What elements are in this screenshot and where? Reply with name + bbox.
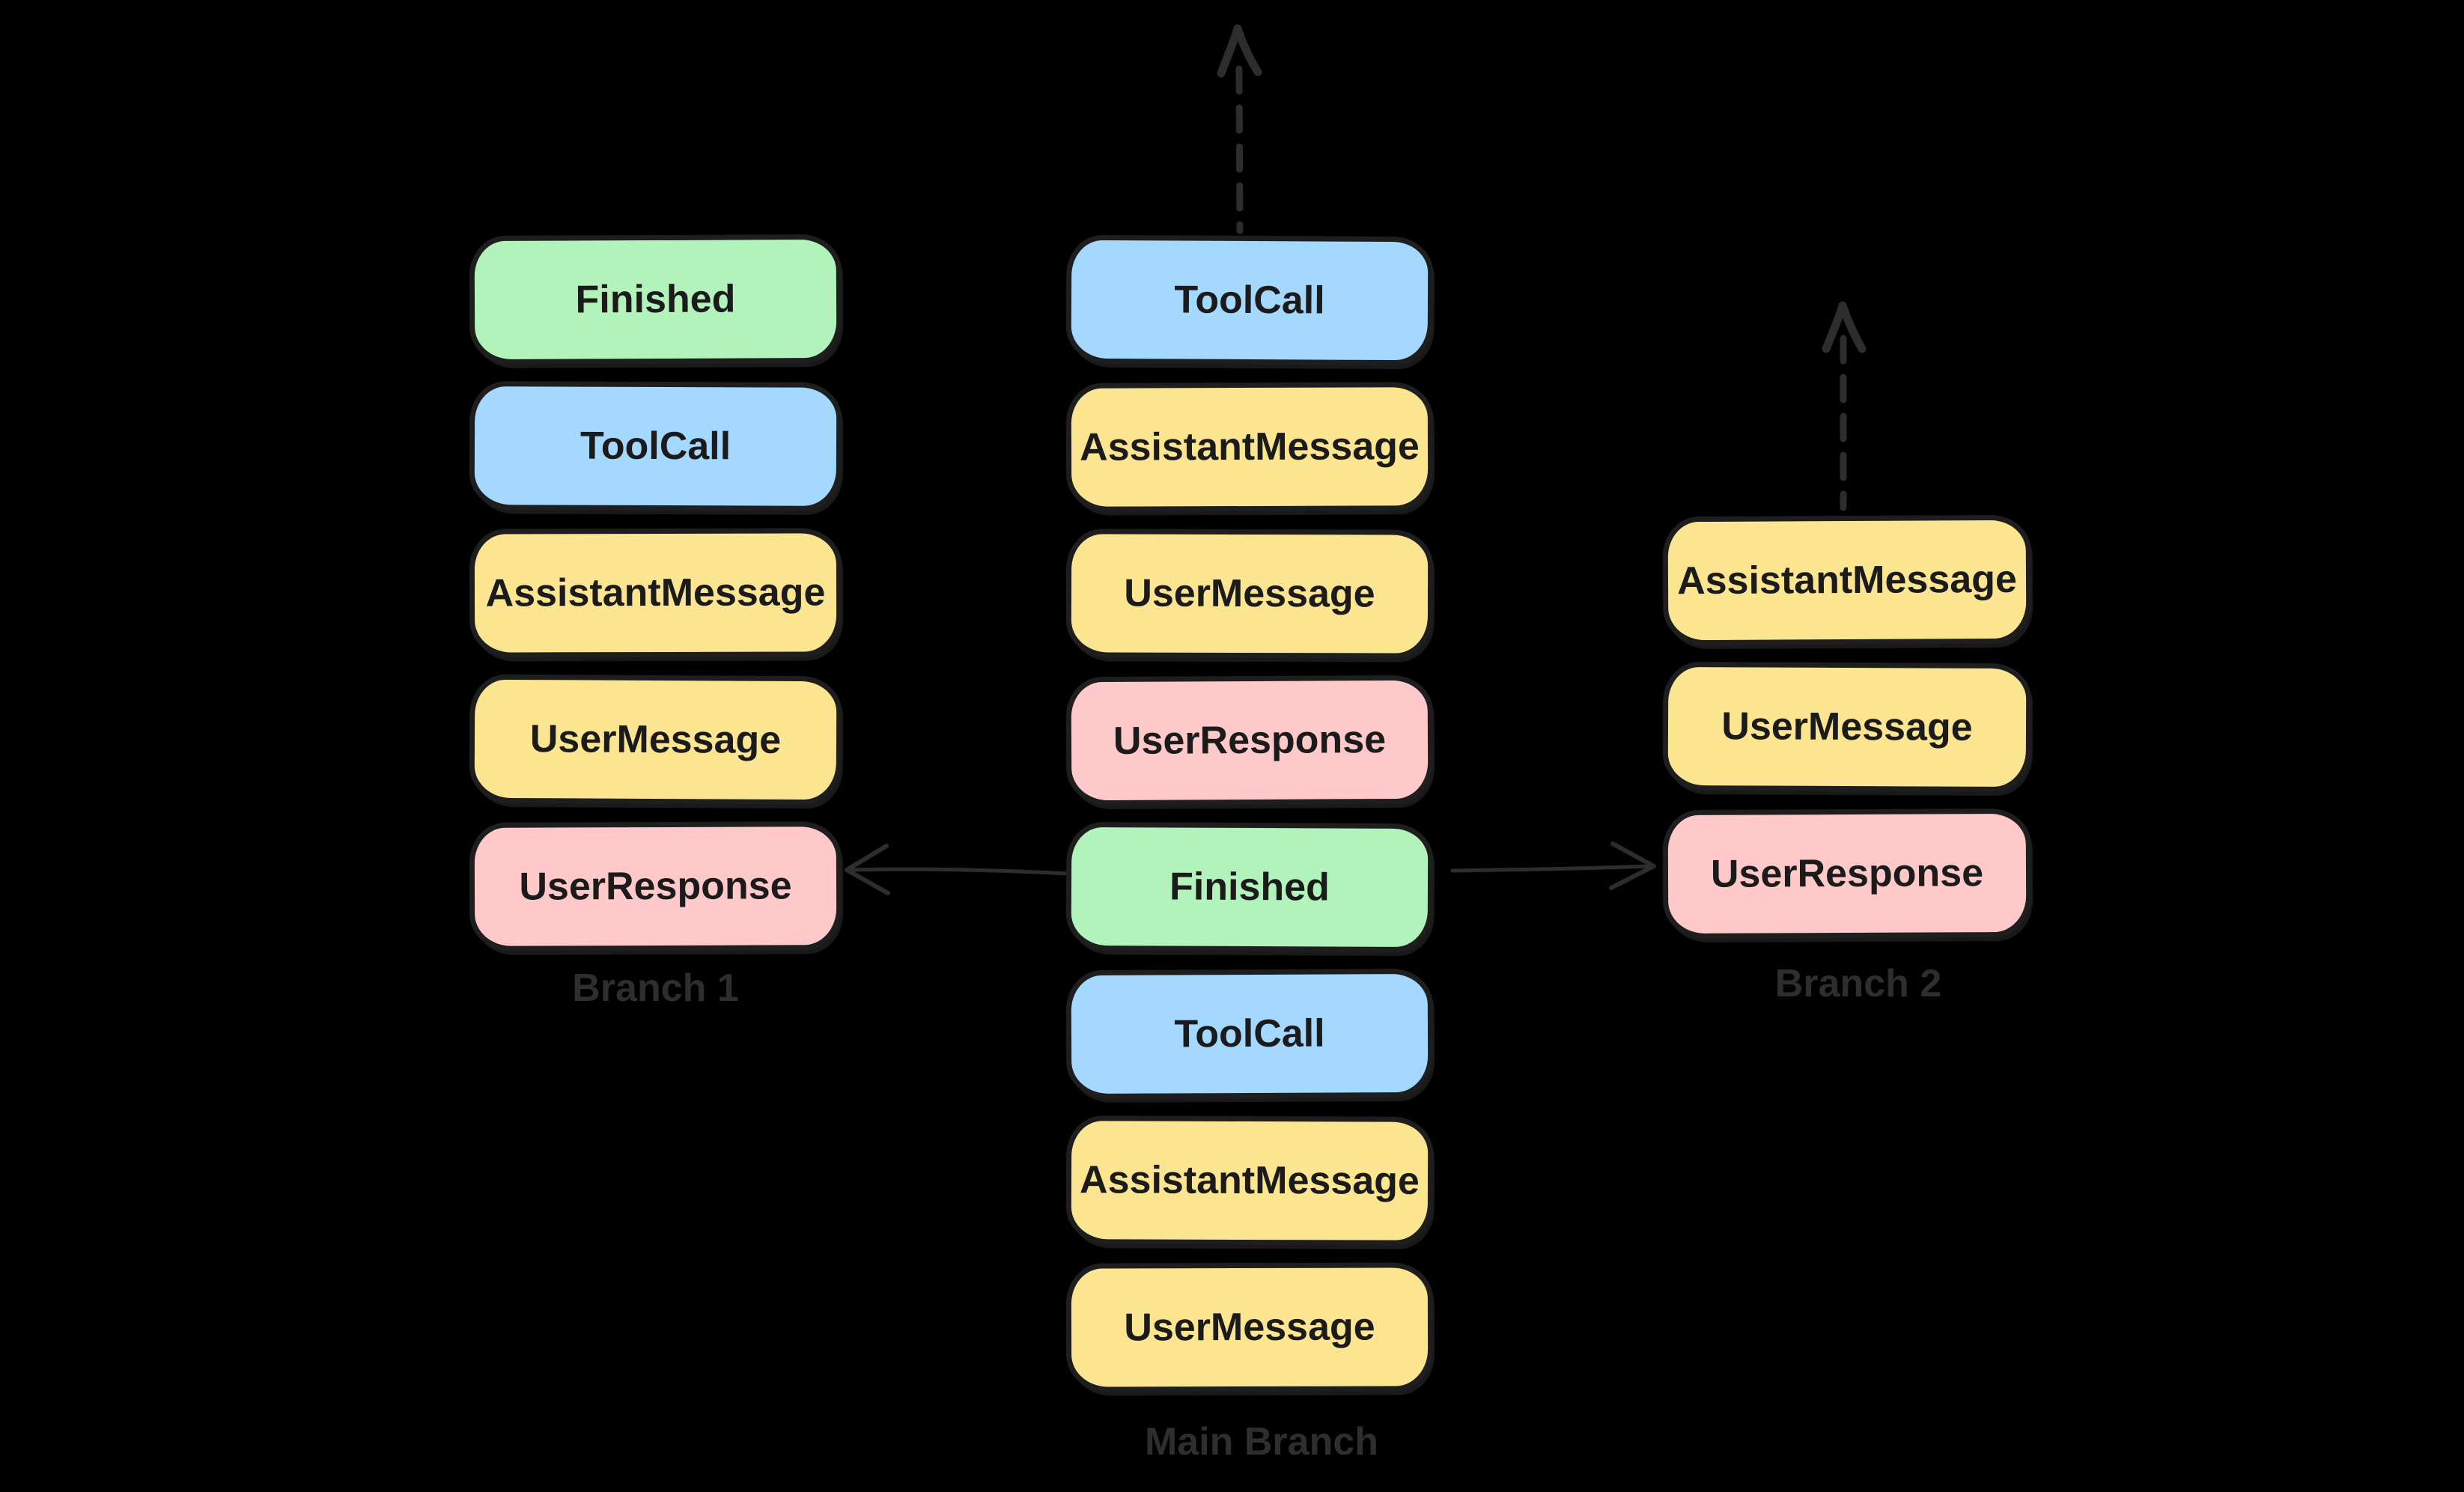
node-label: AssistantMessage [485,570,826,615]
node-tool-call: ToolCall [1065,234,1434,366]
node-finished: Finished [469,234,842,365]
finished-to-branch-2-arrow [1450,864,1654,873]
branch-2-label: Branch 2 [1774,962,1942,1005]
branch-2-continuation-arrowhead-icon [1822,301,1867,353]
node-label: UserResponse [1710,851,1984,896]
node-label: UserMessage [1124,1305,1375,1350]
node-user-response: UserResponse [1065,675,1434,806]
node-user-response: UserResponse [1662,808,2032,940]
node-label: UserMessage [529,717,782,762]
node-user-message: UserMessage [469,674,842,806]
node-assistant-message: AssistantMessage [1065,1115,1434,1246]
node-user-response: UserResponse [469,821,842,951]
node-tool-call: ToolCall [1065,968,1434,1100]
finished-to-branch-1-arrowhead-icon [845,844,890,895]
node-finished: Finished [1065,821,1434,953]
node-label: AssistantMessage [1676,557,2018,603]
node-label: ToolCall [1174,1011,1325,1056]
node-label: UserResponse [519,864,792,909]
main-branch-continuation-arrowhead-icon [1217,24,1262,78]
node-user-message: UserMessage [1065,529,1434,659]
node-label: AssistantMessage [1080,424,1420,469]
node-label: AssistantMessage [1080,1158,1420,1203]
node-label: UserMessage [1721,704,1973,749]
node-label: ToolCall [1174,278,1325,323]
finished-to-branch-1-arrow [848,867,1071,876]
node-tool-call: ToolCall [469,381,842,511]
main-branch-continuation-dashed-arrow [1235,65,1244,234]
finished-to-branch-2-arrowhead-icon [1609,841,1656,890]
node-label: Finished [575,277,736,322]
node-assistant-message: AssistantMessage [469,528,842,658]
main-branch-label: Main Branch [1144,1420,1379,1464]
node-label: UserResponse [1113,718,1387,763]
node-label: UserMessage [1124,571,1375,616]
node-label: Finished [1169,865,1330,910]
node-assistant-message: AssistantMessage [1662,514,2032,646]
node-label: ToolCall [580,424,731,469]
node-assistant-message: AssistantMessage [1065,382,1434,512]
node-user-message: UserMessage [1662,661,2032,793]
node-user-message: UserMessage [1065,1262,1434,1392]
branch-1-label: Branch 1 [572,966,739,1010]
